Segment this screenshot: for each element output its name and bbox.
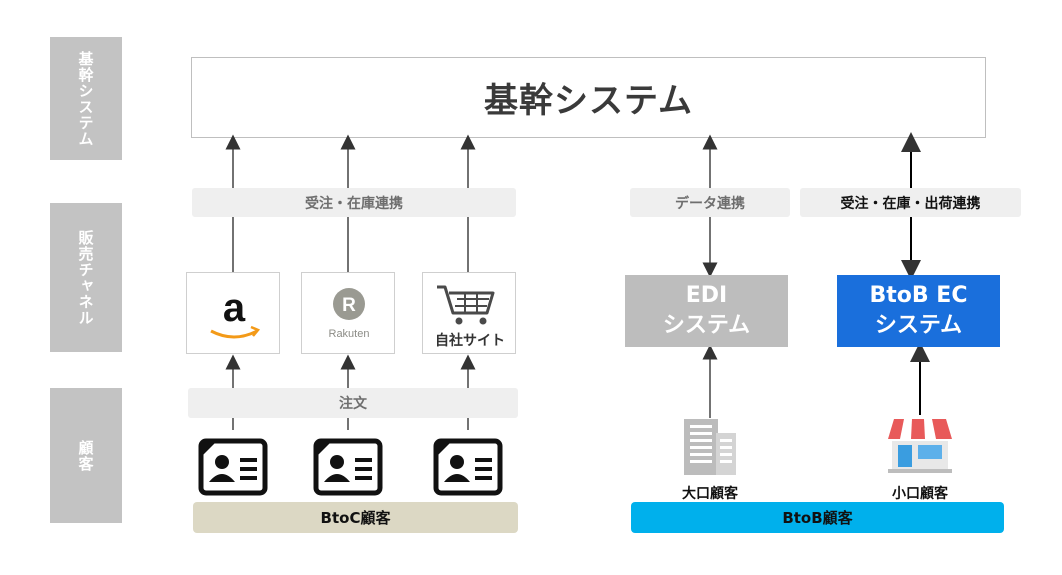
btob-customer-bar: BtoB顧客: [631, 502, 1004, 533]
edi-system-box: EDI システム: [625, 275, 788, 347]
core-system-box: 基幹システム: [191, 57, 986, 138]
small-customer-label: 小口顧客: [892, 486, 948, 502]
rakuten-logo-icon: R Rakuten: [329, 288, 370, 340]
svg-text:Rakuten: Rakuten: [329, 328, 370, 340]
btoc-customer-bar: BtoC顧客: [193, 502, 518, 533]
order-label: 注文: [188, 388, 518, 418]
rakuten-card: R Rakuten: [301, 272, 395, 354]
amazon-card: a: [186, 272, 280, 354]
sidebar-sales-channel: 販売チャネル: [50, 203, 122, 352]
id-card-icon: [433, 438, 503, 496]
id-card-icon: [313, 438, 383, 496]
svg-text:a: a: [223, 286, 246, 330]
btob-ec-system-box: BtoB EC システム: [837, 275, 1000, 347]
shopping-cart-icon: [437, 285, 495, 325]
sidebar-customer: 顧客: [50, 388, 122, 523]
own-site-card: 自社サイト: [422, 272, 516, 354]
building-icon: [684, 419, 736, 475]
svg-text:R: R: [342, 295, 356, 316]
edi-link-label: データ連携: [630, 188, 790, 217]
sidebar-core-system: 基幹システム: [50, 37, 122, 160]
btob-link-label: 受注・在庫・出荷連携: [800, 188, 1021, 217]
id-card-icon: [198, 438, 268, 496]
large-customer-label: 大口顧客: [682, 486, 738, 502]
shop-icon: [888, 419, 952, 473]
amazon-logo-icon: a: [210, 286, 261, 339]
btoc-link-label: 受注・在庫連携: [192, 188, 516, 217]
own-site-label: 自社サイト: [435, 333, 505, 349]
